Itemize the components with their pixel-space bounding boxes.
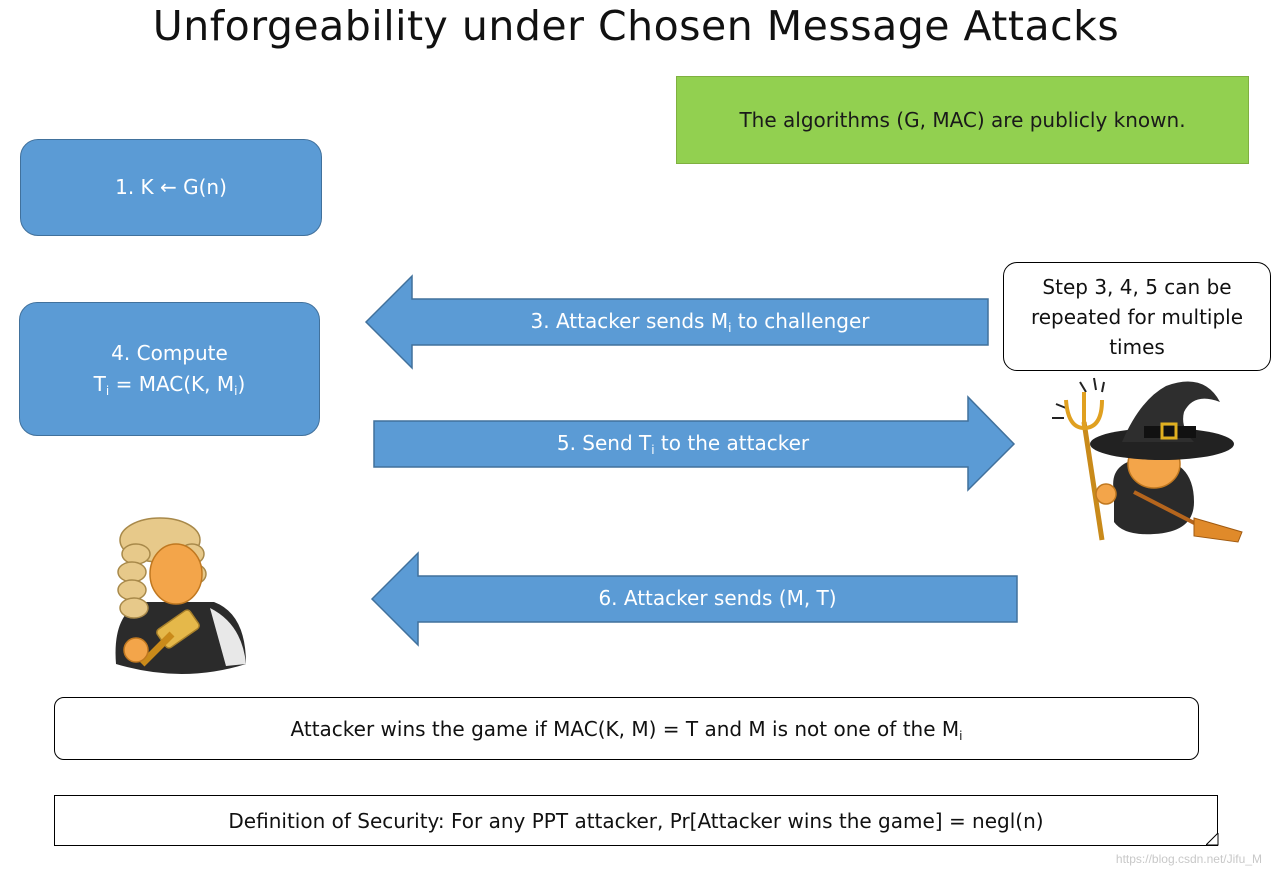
arrow-6-label: 6. Attacker sends (M, T) (598, 586, 837, 610)
arrow-5-shape (373, 395, 1016, 492)
page-title: Unforgeability under Chosen Message Atta… (152, 2, 1120, 50)
compute-tag-box: 4. Compute Ti = MAC(K, Mi) (19, 302, 320, 436)
arrow-3-label: 3. Attacker sends Mi to challenger (530, 309, 870, 335)
repeat-note-text: Step 3, 4, 5 can be repeated for multipl… (1030, 274, 1244, 359)
win-condition-text: Attacker wins the game if MAC(K, M) = T … (290, 716, 963, 743)
arrow-3-shape (364, 274, 989, 370)
public-algorithms-text: The algorithms (G, MAC) are publicly kno… (739, 108, 1186, 132)
keygen-text: 1. K ← G(n) (115, 175, 227, 199)
judge-icon (115, 517, 246, 674)
arrow-6-shape (370, 551, 1018, 647)
compute-label: 4. Compute (111, 341, 228, 365)
arrow-5-label: 5. Send Ti to the attacker (556, 431, 810, 457)
security-definition-box: Definition of Security: For any PPT atta… (54, 795, 1218, 846)
witch-icon (1052, 377, 1243, 543)
compute-formula: Ti = MAC(K, Mi) (93, 372, 246, 398)
keygen-box: 1. K ← G(n) (20, 139, 322, 236)
watermark: https://blog.csdn.net/Jifu_M (1115, 852, 1262, 866)
folded-corner-icon (1206, 833, 1219, 846)
repeat-note: Step 3, 4, 5 can be repeated for multipl… (1003, 262, 1271, 371)
win-condition-box: Attacker wins the game if MAC(K, M) = T … (54, 697, 1199, 760)
security-definition-text: Definition of Security: For any PPT atta… (228, 808, 1044, 833)
public-algorithms-note: The algorithms (G, MAC) are publicly kno… (676, 76, 1249, 164)
